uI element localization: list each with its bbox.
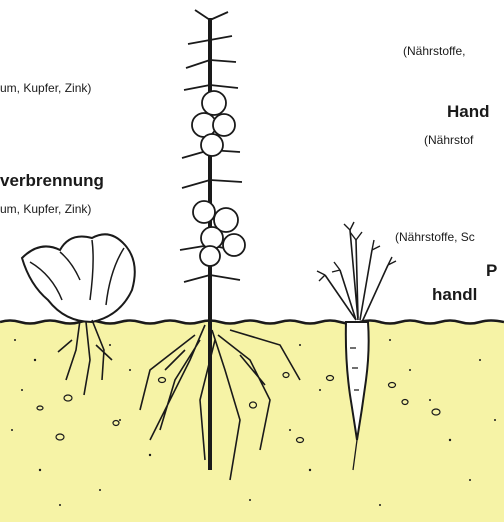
label-right-nutrients-2: (Nährstoffe, Sc xyxy=(395,231,475,243)
label-left-heading: verbrennung xyxy=(0,172,104,189)
label-right-heading-1: Hand xyxy=(447,103,490,120)
label-right-nutrients-1: (Nährstof xyxy=(424,134,473,146)
label-left-minerals-2: um, Kupfer, Zink) xyxy=(0,203,91,215)
label-right-heading-2a: P xyxy=(486,262,497,279)
label-top-right-nutrients: (Nährstoffe, xyxy=(403,45,465,57)
label-right-heading-2b: handl xyxy=(432,286,477,303)
label-left-minerals-1: um, Kupfer, Zink) xyxy=(0,82,91,94)
